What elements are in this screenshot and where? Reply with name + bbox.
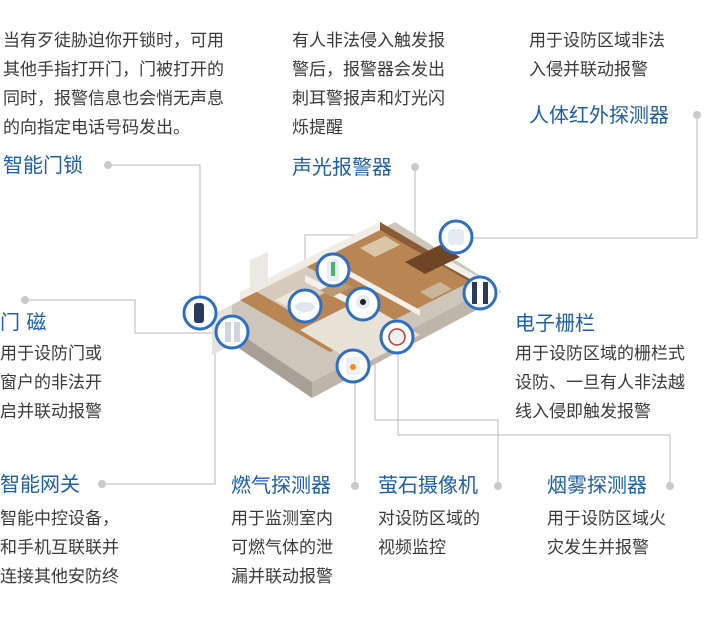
- pir-detector-marker-icon: [438, 219, 474, 255]
- gateway-marker-icon: [287, 288, 323, 324]
- smoke-detector-title: 烟雾探测器: [547, 473, 647, 497]
- smart-lock-title: 智能门锁: [3, 153, 83, 177]
- door-sensor-title: 门 磁: [0, 310, 47, 334]
- smoke-detector-description: 用于设防区域火 灾发生并报警: [547, 509, 666, 558]
- gas-detector-description: 用于监测室内 可燃气体的泄 漏并联动报警: [231, 509, 333, 587]
- siren-title: 声光报警器: [292, 155, 392, 179]
- gateway-title: 智能网关: [0, 472, 80, 496]
- siren-description: 有人非法侵入触发报 警后，报警器会发出 刺耳警报声和灯光闪 烁提醒: [292, 31, 445, 138]
- camera-description: 对设防区域的 视频监控: [378, 509, 480, 558]
- camera-marker-icon: [345, 286, 381, 322]
- siren-marker-icon: [315, 252, 351, 288]
- gas-detector-marker-icon: [335, 348, 371, 384]
- door-sensor-marker-icon: [214, 314, 250, 350]
- pir-detector-title: 人体红外探测器: [529, 103, 669, 127]
- electronic-fence-title: 电子栅栏: [515, 311, 595, 335]
- smart-lock-marker-icon: [182, 295, 218, 331]
- pir-detector-description: 用于设防区域非法 入侵并联动报警: [529, 31, 665, 80]
- smart-lock-description: 当有歹徒胁迫你开锁时，可用 其他手指打开门，门被打开的 同时，报警信息也会悄无声…: [3, 31, 224, 138]
- gas-detector-title: 燃气探测器: [231, 473, 331, 497]
- gateway-description: 智能中控设备， 和手机互联联并 连接其他安防终: [0, 509, 119, 587]
- camera-title: 萤石摄像机: [378, 473, 478, 497]
- door-sensor-description: 用于设防门或 窗户的非法开 启并联动报警: [0, 344, 102, 422]
- smoke-detector-marker-icon: [379, 319, 415, 355]
- electronic-fence-description: 用于设防区域的栅栏式 设防、一旦有人非法越 线入侵即触发报警: [515, 344, 685, 422]
- electronic-fence-marker-icon: [462, 275, 498, 311]
